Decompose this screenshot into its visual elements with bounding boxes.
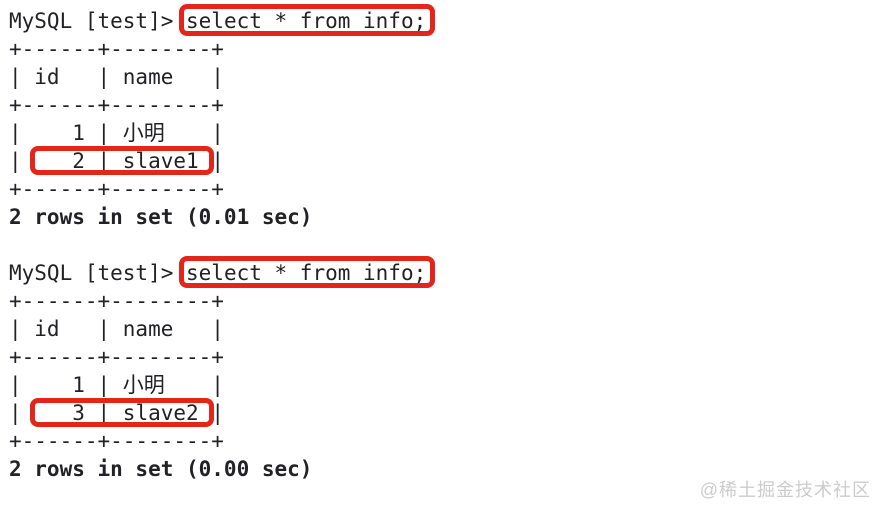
table-row: | 1 | 小明 | (9, 119, 881, 147)
prompt-line: MySQL [test]> select * from info; (9, 7, 881, 35)
row-cell-name: 小明 (122, 373, 165, 397)
query-block-1: MySQL [test]> select * from info; +-----… (9, 7, 881, 231)
status-line: 2 rows in set (0.00 sec) (9, 457, 313, 481)
row-highlight-box: 2 | slave1 (34, 149, 211, 173)
row-highlight-text: 3 | slave2 (34, 401, 212, 425)
row-pipe-right: | (211, 149, 224, 173)
table-border-mid: +------+--------+ (9, 345, 224, 369)
row-cell-right: | (173, 373, 224, 397)
row-cell-right: | (173, 121, 224, 145)
juejin-watermark: @稀土掘金技术社区 (699, 480, 871, 500)
query-block-2: MySQL [test]> select * from info; +-----… (9, 259, 881, 483)
mysql-prompt: MySQL [test]> (9, 9, 187, 33)
row-cell-left: | 1 | (9, 373, 123, 397)
query-text: select * from info; (186, 9, 427, 33)
table-border-top: +------+--------+ (9, 37, 224, 61)
table-border-bottom: +------+--------+ (9, 177, 224, 201)
query-text: select * from info; (186, 261, 427, 285)
table-header-row: | id | name | (9, 65, 224, 89)
row-pipe-left: | (9, 149, 35, 173)
table-header-row: | id | name | (9, 317, 224, 341)
mysql-prompt: MySQL [test]> (9, 261, 187, 285)
query-highlight-box: select * from info; (186, 9, 426, 33)
prompt-line: MySQL [test]> select * from info; (9, 259, 881, 287)
table-row-highlighted: | 2 | slave1 | (9, 147, 881, 175)
row-pipe-right: | (211, 401, 224, 425)
table-border-top: +------+--------+ (9, 289, 224, 313)
row-highlight-box: 3 | slave2 (34, 401, 211, 425)
row-cell-left: | 1 | (9, 121, 123, 145)
row-pipe-left: | (9, 401, 35, 425)
table-border-mid: +------+--------+ (9, 93, 224, 117)
table-border-bottom: +------+--------+ (9, 429, 224, 453)
row-highlight-text: 2 | slave1 (34, 149, 212, 173)
query-highlight-box: select * from info; (186, 261, 426, 285)
table-row-highlighted: | 3 | slave2 | (9, 399, 881, 427)
status-line: 2 rows in set (0.01 sec) (9, 205, 313, 229)
table-row: | 1 | 小明 | (9, 371, 881, 399)
row-cell-name: 小明 (122, 121, 165, 145)
